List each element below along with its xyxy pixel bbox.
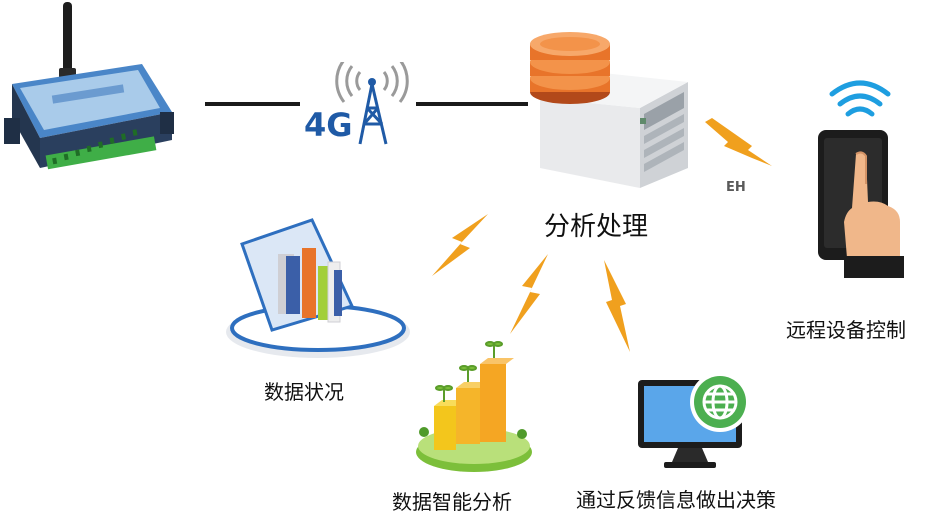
- monitor-globe-icon: [638, 372, 750, 468]
- data-analysis-label: 数据智能分析: [392, 490, 512, 514]
- lightning-bolt-icon: [510, 254, 548, 334]
- remote-control-label: 远程设备控制: [786, 318, 906, 342]
- lightning-bolt-icon: [705, 118, 772, 166]
- lightning-bolt-icon: [432, 214, 488, 276]
- server-label: 分析处理: [544, 212, 649, 242]
- data-analysis-chart-icon: [416, 341, 532, 472]
- server-icon: [530, 32, 688, 188]
- server-link-label: EH: [726, 180, 746, 195]
- 4g-tower-icon: 4G: [304, 62, 409, 145]
- decision-label: 通过反馈信息做出决策: [576, 488, 776, 512]
- data-status-chart-icon: [226, 218, 410, 358]
- data-status-label: 数据状况: [264, 380, 344, 404]
- network-label: 4G: [304, 106, 353, 144]
- lightning-bolt-icon: [604, 260, 630, 352]
- phone-wifi-icon: [818, 80, 904, 278]
- gateway-device-icon: [4, 2, 174, 170]
